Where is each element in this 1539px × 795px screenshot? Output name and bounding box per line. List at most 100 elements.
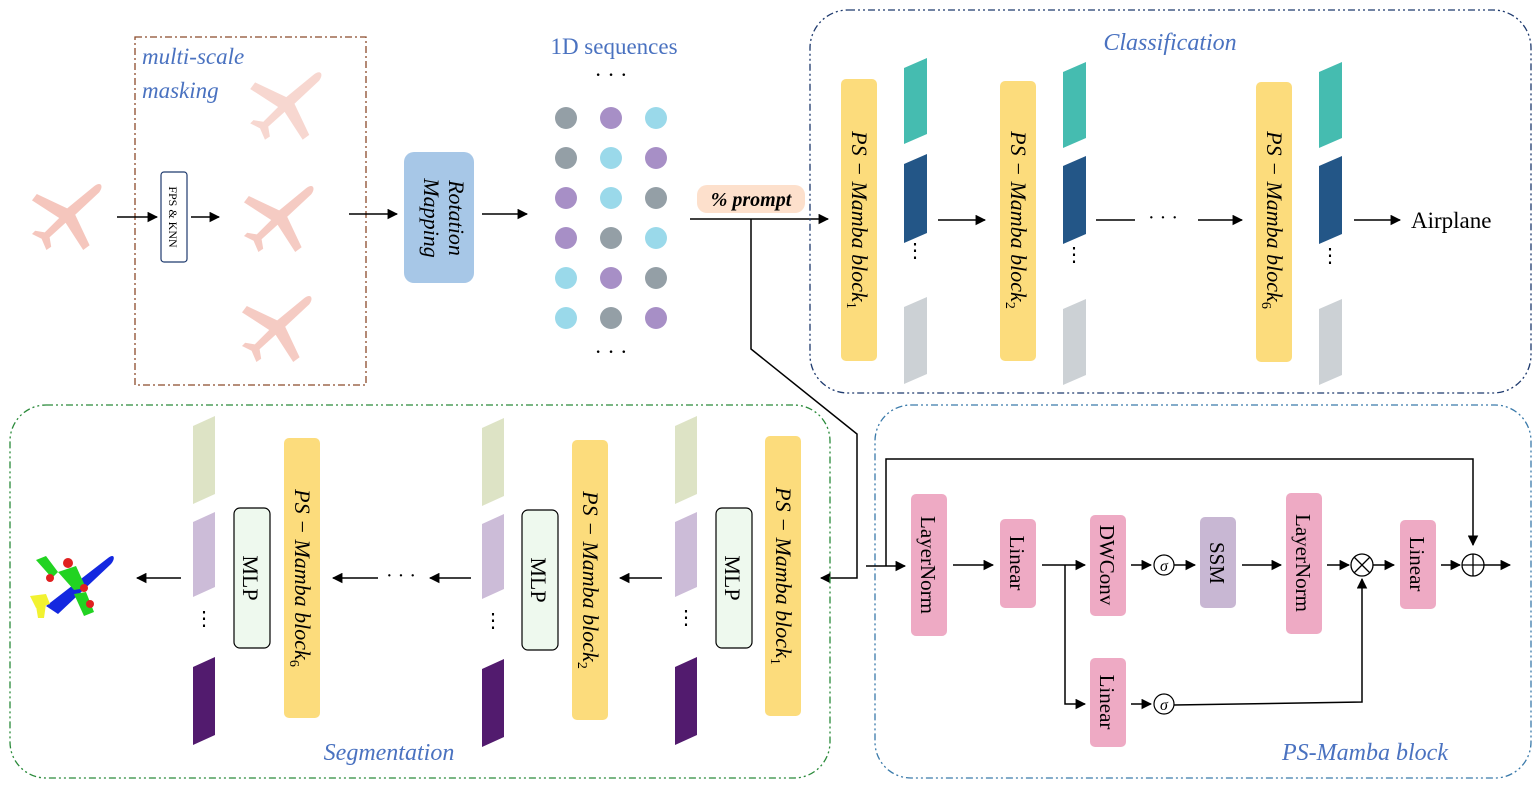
mapping-label: Mapping <box>419 177 444 257</box>
seg-token-purple <box>675 657 697 745</box>
psmamba-frame <box>874 404 1532 779</box>
sequence-dot <box>645 107 667 129</box>
seg-mlp-1 <box>715 507 753 649</box>
segmented-airplane-icon <box>30 555 114 618</box>
sequence-dots <box>555 107 667 329</box>
sequence-dot <box>600 147 622 169</box>
linear-gate-box <box>1090 658 1126 747</box>
layernorm-1-box <box>911 494 947 636</box>
sequence-dot <box>645 187 667 209</box>
fps-knn-box <box>160 171 188 263</box>
cls-token-teal <box>904 58 927 144</box>
seg-block-2 <box>572 440 608 720</box>
sequence-dot <box>645 267 667 289</box>
segmentation-frame <box>9 404 831 779</box>
seg-mlp-1-label: MLP <box>720 555 745 600</box>
seg-mlp-2 <box>521 509 559 651</box>
seg-block-6 <box>284 438 320 718</box>
masking-label-line1: multi-scale <box>142 44 244 69</box>
seg-token-sage <box>482 418 504 506</box>
seg-token-sage <box>193 416 215 504</box>
layernorm-1-label: LayerNorm <box>916 516 940 614</box>
input-airplane-icon <box>32 184 102 250</box>
prompt-glow <box>697 185 805 213</box>
layernorm-2-label: LayerNorm <box>1291 514 1315 612</box>
ssm-label: SSM <box>1205 542 1229 584</box>
masking-frame <box>134 36 367 386</box>
seg-ellipsis: · · · <box>386 565 416 587</box>
cls-output-label: Airplane <box>1411 208 1491 233</box>
dwconv-label: DWConv <box>1095 525 1119 606</box>
classification-title: Classification <box>1103 30 1236 56</box>
seg-token-ellipsis: ⋮ <box>194 608 214 630</box>
cls-token-grey <box>1319 299 1342 385</box>
cls-token-grey <box>904 297 927 384</box>
seg-token-sage <box>675 416 697 504</box>
sequence-dot <box>555 267 577 289</box>
masked-airplane-icon <box>250 72 322 140</box>
seg-mlp-6 <box>233 507 271 649</box>
sequences-ellipsis-bottom: · · · <box>595 339 628 364</box>
sequence-dot <box>555 187 577 209</box>
sequence-dot <box>555 147 577 169</box>
sequence-dot <box>645 227 667 249</box>
seg-block-2-label: PS − Mamba block2 <box>574 490 603 669</box>
sequence-dot <box>600 107 622 129</box>
cls-token-navy <box>1319 156 1342 244</box>
sigma-1-label: σ <box>1160 558 1169 575</box>
linear-out-box <box>1400 520 1436 609</box>
sequence-dot <box>600 267 622 289</box>
cls-token-ellipsis: ⋮ <box>905 240 925 262</box>
sequence-dot <box>600 307 622 329</box>
cls-token-ellipsis: ⋮ <box>1064 244 1084 266</box>
segmentation-title: Segmentation <box>324 740 455 766</box>
cls-token-teal <box>1319 62 1342 148</box>
seg-token-lavender <box>675 512 697 597</box>
cls-token-navy <box>904 154 927 243</box>
cls-block-1 <box>841 79 877 361</box>
sequence-dot <box>600 227 622 249</box>
sequence-dot <box>555 107 577 129</box>
classification-frame <box>809 9 1532 394</box>
cls-block-2 <box>1000 81 1036 361</box>
cls-block-6 <box>1256 82 1292 362</box>
sequences-ellipsis-top: · · · <box>595 62 628 87</box>
cls-block-1-label: PS − Mamba block1 <box>843 130 872 309</box>
prompt-label: % prompt <box>711 189 793 211</box>
cls-block-6-label: PS − Mamba block6 <box>1258 130 1287 309</box>
sigma-2-circle <box>1153 693 1175 715</box>
sequence-dot <box>555 227 577 249</box>
seg-block-1-label: PS − Mamba block1 <box>767 486 796 665</box>
linear-1-label: Linear <box>1005 536 1029 591</box>
linear-gate-label: Linear <box>1095 675 1119 730</box>
seg-token-ellipsis: ⋮ <box>483 610 503 632</box>
psmamba-title: PS-Mamba block <box>1281 740 1448 766</box>
seg-token-ellipsis: ⋮ <box>676 607 696 629</box>
sequence-dot <box>645 147 667 169</box>
rotation-mapping-box <box>404 152 474 283</box>
cls-block-2-label: PS − Mamba block2 <box>1002 130 1031 309</box>
fps-knn-label: FPS & KNN <box>166 186 180 248</box>
seg-block-1 <box>765 436 801 716</box>
cls-token-navy <box>1063 156 1086 244</box>
dwconv-box <box>1090 515 1126 616</box>
sequence-dot <box>645 307 667 329</box>
sigma-2-label: σ <box>1160 697 1169 714</box>
sequences-title: 1D sequences <box>550 34 677 59</box>
masked-airplane-icon <box>242 296 312 362</box>
ssm-box <box>1200 517 1236 608</box>
linear-out-label: Linear <box>1405 537 1429 592</box>
seg-mlp-2-label: MLP <box>526 557 551 602</box>
linear-1-box <box>1000 519 1036 608</box>
seg-mlp-6-label: MLP <box>238 555 263 600</box>
cls-token-ellipsis: ⋮ <box>1320 245 1340 267</box>
cls-token-teal <box>1063 62 1086 148</box>
cls-ellipsis: · · · <box>1148 207 1178 229</box>
layernorm-2-box <box>1286 493 1322 634</box>
masking-label-line2: masking <box>142 78 219 103</box>
seg-token-purple <box>482 659 504 747</box>
seg-block-6-label: PS − Mamba block6 <box>286 488 315 667</box>
cls-token-grey <box>1063 299 1086 385</box>
sequence-dot <box>600 187 622 209</box>
